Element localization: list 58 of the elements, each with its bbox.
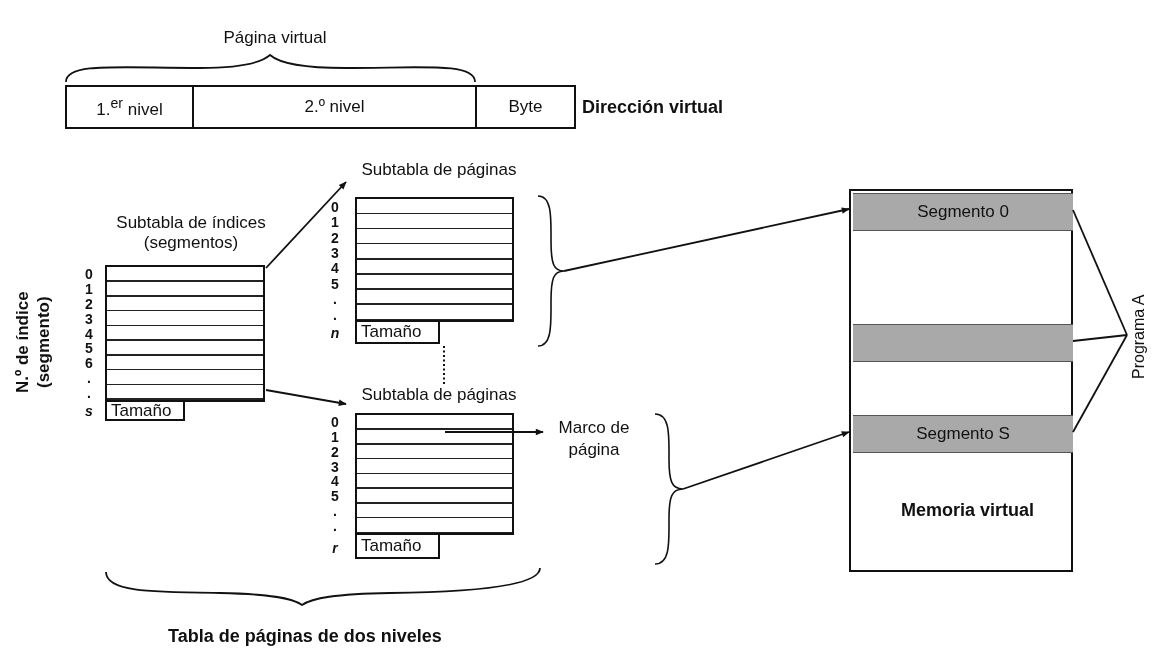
connector-line: [1072, 209, 1128, 336]
text-label: Tabla de páginas de dos niveles: [168, 627, 442, 645]
row-number: 4: [85, 326, 93, 341]
row-number: 5: [331, 276, 339, 291]
arrow: [682, 431, 850, 490]
row-number: 1: [331, 215, 339, 230]
curly-brace: [655, 414, 683, 564]
arrow: [265, 389, 347, 406]
row-number: 0: [331, 415, 339, 430]
size-cell: Tamaño: [355, 533, 440, 559]
row-number: 6: [85, 356, 93, 371]
memory-title: Memoria virtual: [901, 500, 1035, 520]
row-number: 3: [85, 311, 93, 326]
row-number: 3: [331, 459, 339, 474]
axis-title: N.º de índice (segmento): [12, 290, 54, 395]
arrow: [563, 207, 850, 272]
row-number: s: [85, 404, 93, 418]
row-number: 2: [331, 444, 339, 459]
row-number: .: [333, 292, 337, 307]
row-number: 1: [331, 430, 339, 445]
table-title: Subtabla de índices (segmentos): [115, 213, 267, 253]
row-number: 4: [331, 261, 339, 276]
row-number: 5: [331, 489, 339, 504]
arrow: [444, 428, 544, 436]
row-number: .: [333, 503, 337, 518]
memory-segment-band: [853, 324, 1073, 362]
table-title: Subtabla de páginas: [360, 385, 518, 405]
text-label: Dirección virtual: [582, 98, 724, 116]
table-title: Subtabla de páginas: [360, 160, 518, 180]
row-number: 1: [85, 282, 93, 297]
size-cell: Tamaño: [355, 320, 440, 344]
row-number: 5: [85, 341, 93, 356]
row-number: .: [333, 307, 337, 322]
frame-label: Marco de página: [543, 417, 645, 463]
text-label: Página virtual: [223, 28, 327, 46]
row-number: 3: [331, 245, 339, 260]
connector-line: [1072, 334, 1128, 433]
size-cell: Tamaño: [105, 400, 185, 421]
address-field: 2.º nivel: [192, 85, 477, 129]
row-number: 0: [331, 199, 339, 214]
connector-line: [443, 345, 445, 386]
memory-segment-band: Segmento 0: [853, 193, 1073, 231]
address-field: 1.$^{er}$ nivel: [65, 85, 194, 129]
row-number: n: [330, 326, 340, 340]
row-number: 2: [85, 297, 93, 311]
connector-line: [1072, 334, 1128, 342]
row-number: 0: [85, 267, 93, 282]
memory-segment-band: Segmento S: [853, 415, 1073, 453]
row-number: 2: [331, 230, 339, 245]
arrow: [265, 181, 347, 269]
row-number: r: [332, 541, 338, 555]
curly-brace: [538, 196, 564, 346]
row-number: 4: [331, 474, 339, 489]
address-field: Byte: [475, 85, 576, 129]
program-label: Programa A: [1127, 268, 1151, 406]
row-number: .: [87, 371, 91, 385]
row-number: .: [87, 385, 91, 400]
row-number: .: [333, 518, 337, 533]
